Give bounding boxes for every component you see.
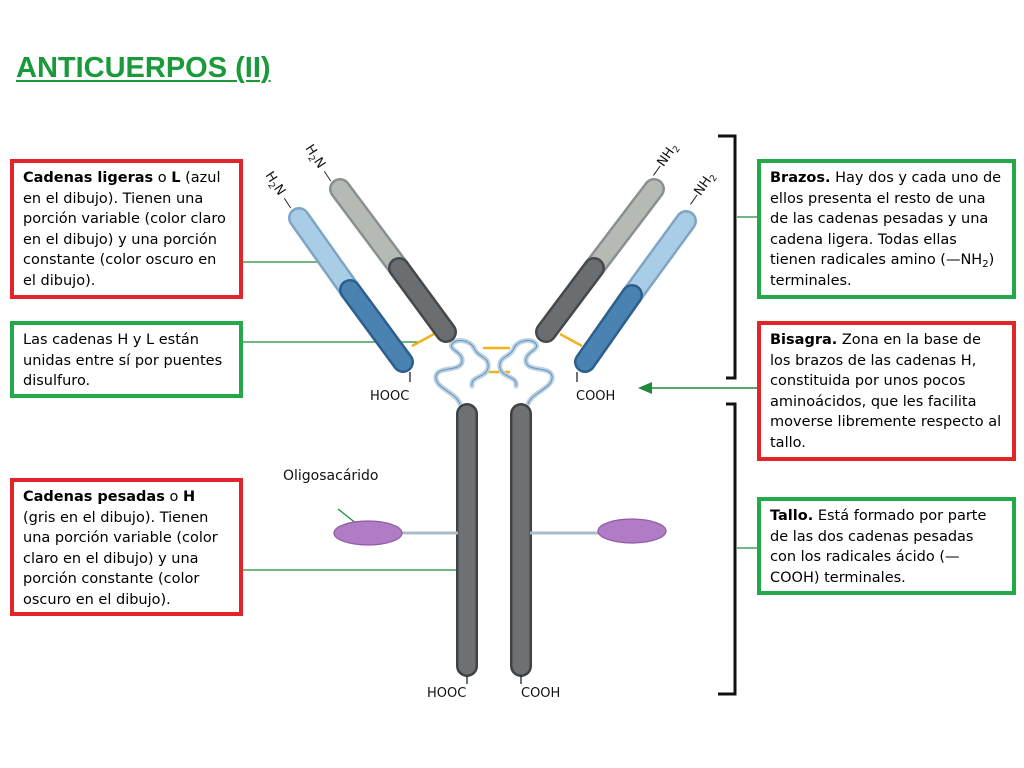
nh2-label-heavy: —NH2	[647, 140, 683, 181]
box-bisagra: Bisagra. Zona en la base de los brazos d…	[757, 321, 1016, 461]
nh2-label-light: —NH2	[684, 169, 720, 210]
box-cadenas-pesadas: Cadenas pesadas o H (gris en el dibujo).…	[10, 478, 243, 616]
bracket-tallo	[718, 402, 737, 696]
cooh-label-lower: COOH	[521, 686, 560, 701]
puentes-text: Las cadenas H y L están unidas entre sí …	[23, 332, 223, 389]
brazos-bold: Brazos.	[770, 170, 831, 186]
pesadas-bold2: H	[182, 489, 196, 505]
left-heavy-chain	[329, 178, 457, 343]
hooc-label-upper: HOOC	[370, 389, 409, 404]
hooc-label-lower: HOOC	[427, 686, 466, 701]
pesadas-text: (gris en el dibujo). Tienen una porción …	[23, 509, 218, 608]
right-heavy-chain	[535, 178, 665, 343]
ligeras-text: (azul en el dibujo). Tienen una porción …	[23, 170, 226, 289]
ligeras-bold: Cadenas ligeras	[23, 170, 154, 186]
oligosaccharide-right	[597, 518, 667, 544]
pesadas-mid: o	[164, 489, 183, 505]
bracket-brazos	[718, 134, 737, 380]
tallo-text: Está formado por parte de las dos cadena…	[770, 508, 987, 586]
left-light-chain	[288, 207, 414, 373]
ligeras-bold2: L	[171, 170, 181, 186]
oligosaccharide-left	[333, 520, 403, 546]
h2n-label-light: H2N —	[260, 169, 297, 214]
box-tallo: Tallo. Está formado por parte de las dos…	[757, 497, 1016, 595]
box-brazos: Brazos. Hay dos y cada uno de ellos pres…	[757, 159, 1016, 299]
bisagra-text: Zona en la base de los brazos de las cad…	[770, 332, 1002, 451]
disulfide-bridges	[411, 332, 583, 374]
brazos-sub: 2	[982, 259, 989, 270]
brazos-text: Hay dos y cada uno de ellos presenta el …	[770, 170, 1002, 268]
page-title: ANTICUERPOS (II)	[16, 52, 271, 84]
h2n-label-heavy: H2N —	[300, 142, 337, 187]
right-light-chain	[574, 210, 697, 373]
tallo-bold: Tallo.	[770, 508, 814, 524]
box-puentes-disulfuro: Las cadenas H y L están unidas entre sí …	[10, 321, 243, 398]
pesadas-bold: Cadenas pesadas	[23, 489, 165, 505]
oligosacarido-label: Oligosacárido	[283, 468, 379, 484]
cooh-label-upper: COOH	[576, 389, 615, 404]
brazos-text-end: ) terminales.	[770, 252, 995, 289]
bisagra-arrow	[638, 382, 758, 394]
stalk-heavy-chains	[456, 403, 532, 677]
ligeras-mid: o	[153, 170, 172, 186]
oligosaccharides	[333, 518, 667, 546]
hinge-outline	[435, 340, 553, 405]
box-cadenas-ligeras: Cadenas ligeras o L (azul en el dibujo).…	[10, 159, 243, 299]
bisagra-bold: Bisagra.	[770, 332, 838, 348]
